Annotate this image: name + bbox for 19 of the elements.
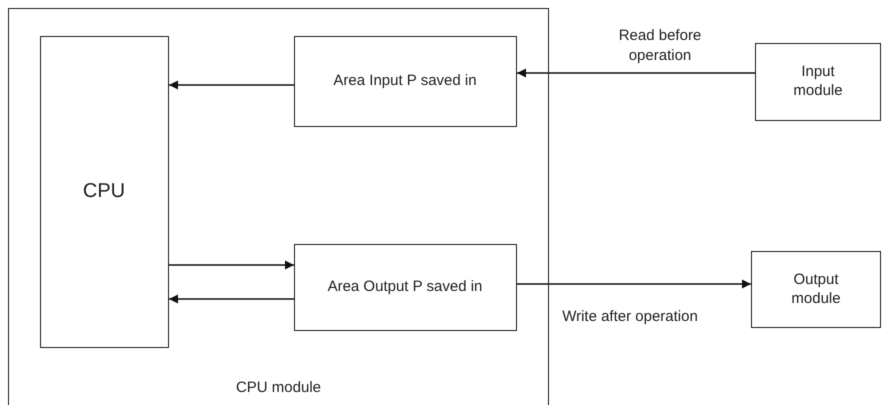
process-box [40,36,168,348]
process-box [751,251,881,328]
arrow [169,294,294,304]
arrow [517,280,751,288]
arrow [169,80,294,90]
box-label: Input module [792,63,844,101]
module-frame [8,8,549,405]
box-label: CPU [82,179,126,204]
arrow [169,260,294,270]
arrow [517,68,755,78]
edge-label: Read before operation [618,26,702,66]
process-box [294,36,516,126]
process-box [755,43,881,121]
process-box [294,244,516,330]
frame-title: CPU module [234,379,322,398]
edge-label: Write after operation [561,307,699,327]
box-label: Area Input P saved in [332,72,478,90]
box-label: Output module [790,270,842,308]
box-label: Area Output P saved in [326,278,484,296]
